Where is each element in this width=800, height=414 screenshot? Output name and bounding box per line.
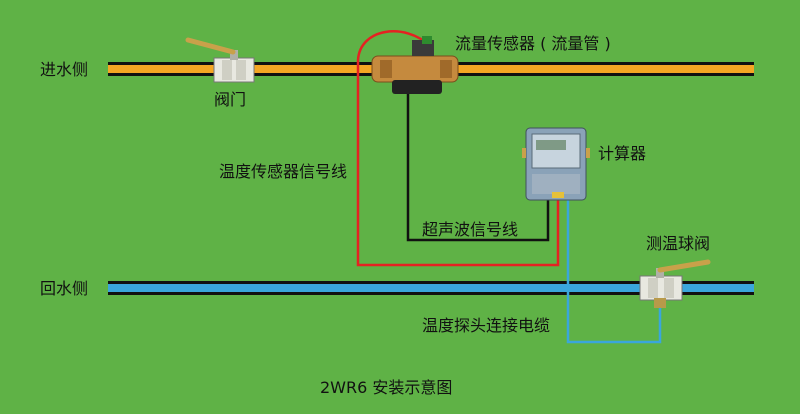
probe-cable-label: 温度探头连接电缆	[422, 316, 551, 335]
return-side-label: 回水侧	[40, 279, 89, 298]
temp-signal-line-label: 温度传感器信号线	[219, 162, 348, 181]
temp-ball-valve	[639, 259, 711, 308]
diagram-title: 2WR6 安装示意图	[320, 378, 453, 397]
ultrasonic-signal-wire	[406, 86, 550, 242]
temp-sensor-signal-wire	[356, 30, 560, 267]
supply-valve	[185, 37, 255, 83]
valve-label: 阀门	[214, 90, 247, 109]
calculator	[522, 127, 590, 201]
temp-ball-valve-label: 测温球阀	[646, 234, 711, 253]
supply-side-label: 进水侧	[40, 60, 89, 79]
calculator-label: 计算器	[598, 144, 647, 163]
return-pipe	[108, 281, 754, 295]
ultrasonic-signal-line-label: 超声波信号线	[422, 220, 519, 239]
temp-probe-cable	[566, 198, 662, 344]
flow-sensor-label: 流量传感器 ( 流量管 )	[455, 34, 611, 53]
flow-sensor	[371, 36, 459, 94]
